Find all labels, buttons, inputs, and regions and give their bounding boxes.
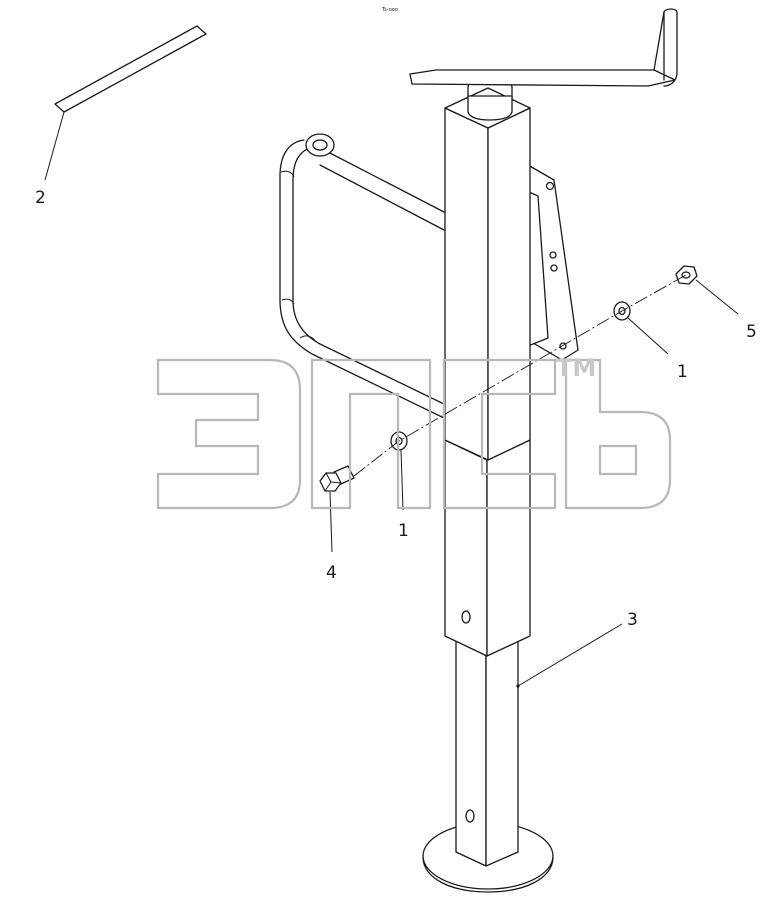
- hex-nut-part: [675, 265, 698, 285]
- callout-4: 4: [326, 563, 337, 583]
- jack-stand-part: [409, 8, 678, 893]
- corner-mark: Ts-ooo: [381, 7, 398, 13]
- watermark-logo: TM: [156, 354, 672, 510]
- label-strip-part: [54, 25, 207, 113]
- callout-2: 2: [35, 188, 46, 208]
- watermark-trademark: TM: [556, 354, 596, 382]
- assembly-axis-line: [353, 274, 687, 477]
- callout-3: 3: [627, 610, 638, 630]
- handle-bar-part: [279, 133, 445, 419]
- callout-1-lower: 1: [398, 521, 409, 541]
- callout-5: 5: [746, 322, 757, 342]
- leader-lines: [44, 111, 739, 688]
- callout-1-upper: 1: [677, 362, 688, 382]
